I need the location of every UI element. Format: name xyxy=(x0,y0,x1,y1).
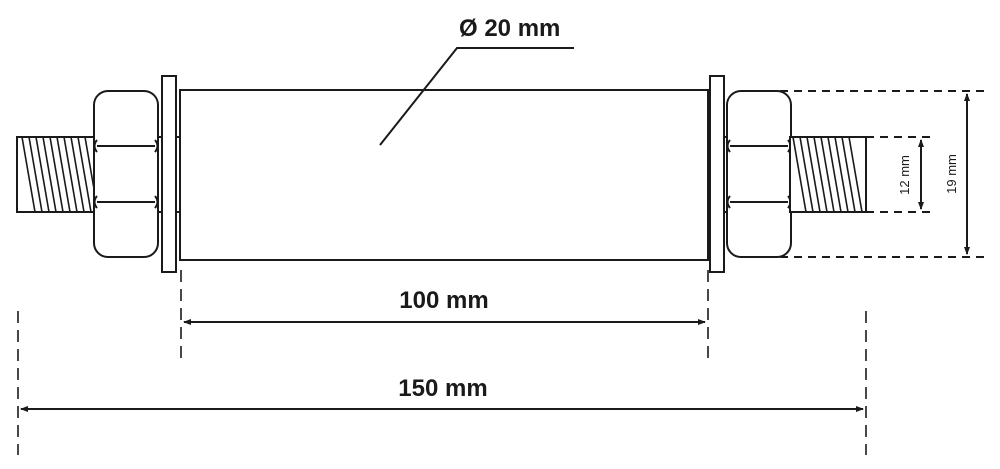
total-length-extension-lines xyxy=(17,311,867,455)
total-length-label: 150 mm xyxy=(398,375,487,402)
nut-width-extension-lines xyxy=(780,90,985,258)
right-hex-nut xyxy=(726,90,792,258)
inner-length-extension-lines xyxy=(180,270,709,364)
right-washer xyxy=(707,75,729,273)
nut-width-label: 19 mm xyxy=(944,154,959,194)
left-washer xyxy=(157,75,181,273)
thread-diameter-label: 12 mm xyxy=(897,155,912,195)
diameter-label: Ø 20 mm xyxy=(459,15,560,42)
pipe-spacer xyxy=(179,89,709,261)
diameter-leader xyxy=(379,47,574,146)
inner-length-label: 100 mm xyxy=(399,287,488,314)
right-thread xyxy=(789,136,867,213)
left-thread xyxy=(16,136,96,213)
thread-diameter-extension-lines xyxy=(866,136,930,213)
left-hex-nut xyxy=(93,90,159,258)
